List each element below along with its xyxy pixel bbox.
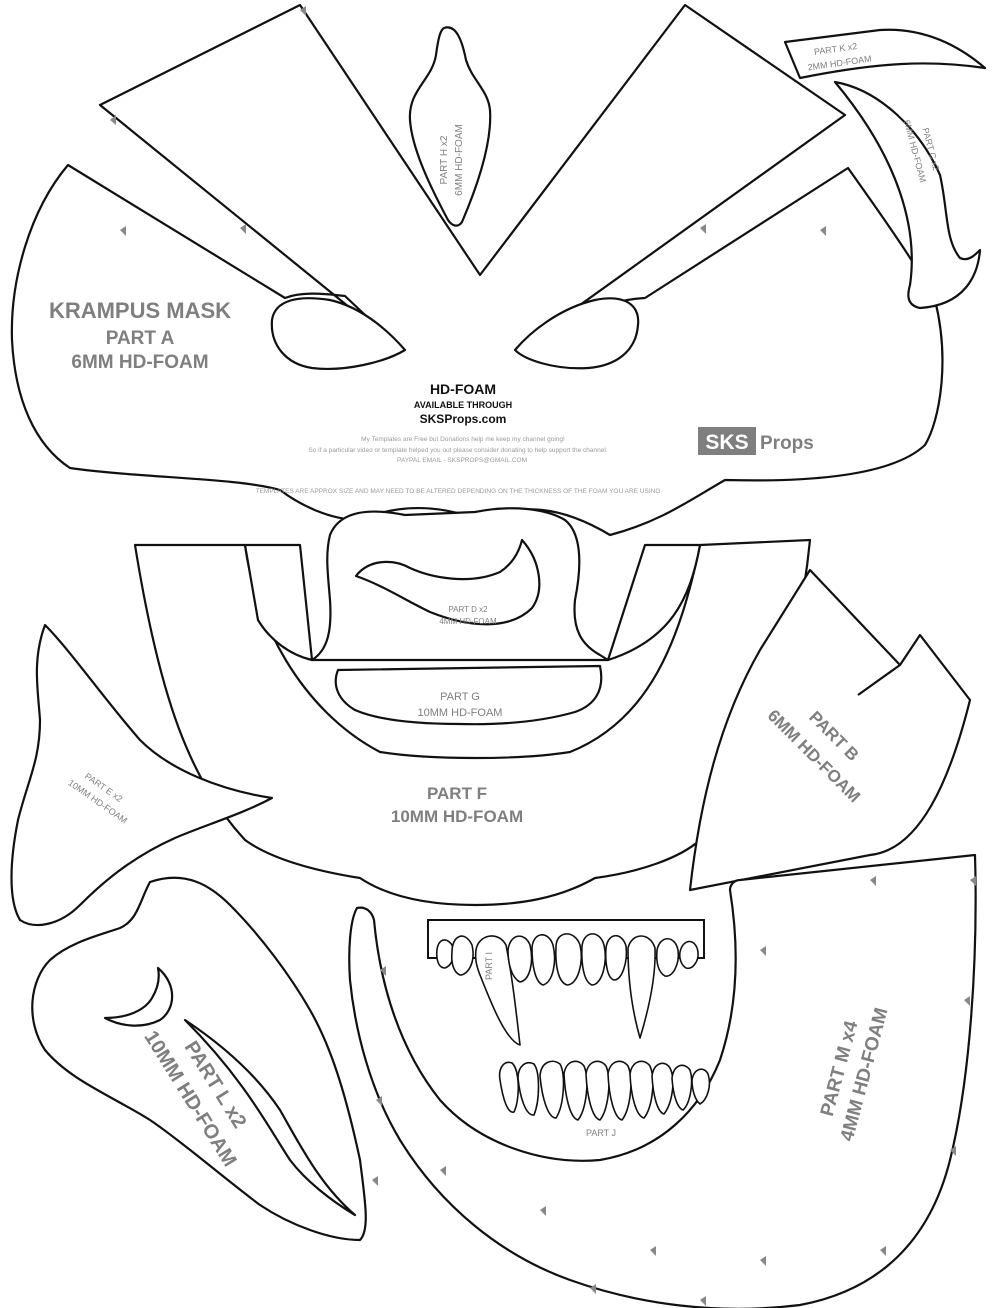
part-j-tooth-1 — [498, 1061, 520, 1113]
part-h-spec: 6MM HD-FOAM — [454, 124, 465, 196]
part-d-shape — [354, 538, 541, 626]
part-i-tooth-6 — [581, 933, 607, 986]
brand-logo-box — [698, 427, 756, 455]
part-j-tooth-6 — [607, 1060, 632, 1121]
part-e-shape — [10, 623, 274, 927]
paypal-email: PAYPAL EMAIL - SKSPROPS@GMAIL.COM — [397, 457, 527, 464]
part-k-shape — [783, 28, 987, 80]
brand-logo-box-text: SKS — [705, 431, 748, 454]
part-j-tooth-7 — [629, 1060, 654, 1119]
part-b-shape — [688, 568, 972, 892]
promo-line2: SKSProps.com — [420, 412, 507, 426]
part-f-name: PART F — [427, 784, 487, 803]
part-j-name: PART J — [586, 1128, 616, 1138]
part-m-shape — [348, 853, 977, 1308]
size-disclaimer: TEMPLATES ARE APPROX SIZE AND MAY NEED T… — [256, 488, 661, 495]
part-a-eye-left — [270, 297, 407, 370]
mask-title: KRAMPUS MASK — [49, 298, 231, 323]
part-i-tooth-1 — [435, 939, 455, 969]
part-a-eye-right — [513, 297, 640, 370]
part-g-shape — [334, 664, 603, 726]
part-i-fang-right — [627, 935, 656, 1039]
part-a-name: PART A — [106, 328, 175, 349]
part-j-tooth-5 — [585, 1060, 610, 1121]
donation-line-1: My Templates are Free but Donations help… — [361, 436, 565, 443]
part-i-tooth-4 — [531, 934, 556, 986]
part-c-shape — [833, 80, 982, 310]
part-i-tooth-9 — [678, 940, 699, 970]
part-f-spec: 10MM HD-FOAM — [391, 807, 523, 826]
alignment-notches — [110, 6, 976, 1306]
part-i-tooth-2 — [450, 935, 474, 976]
part-d-name: PART D x2 — [448, 605, 488, 614]
part-a-spec: 6MM HD-FOAM — [71, 352, 208, 373]
part-j-teeth — [498, 1060, 711, 1121]
part-d-spec: 4MM HD-FOAM — [439, 617, 497, 626]
part-i-name: PART I — [484, 952, 494, 980]
part-i-tooth-7 — [604, 934, 628, 981]
part-g-name: PART G — [440, 691, 480, 703]
promo-line1: AVAILABLE THROUGH — [414, 400, 512, 410]
part-j-tooth-4 — [563, 1060, 588, 1121]
part-i-tooth-3 — [507, 935, 533, 983]
part-j-tooth-3 — [539, 1060, 565, 1119]
brand-logo-word: Props — [760, 433, 814, 454]
part-h-shape — [408, 26, 492, 227]
part-i-tooth-5 — [555, 933, 583, 986]
part-g-spec: 10MM HD-FOAM — [418, 707, 503, 719]
part-i-tooth-8 — [655, 937, 680, 977]
donation-line-2: So if a particular video or template hel… — [308, 447, 607, 454]
part-j-tooth-8 — [651, 1062, 674, 1115]
part-j-tooth-10 — [691, 1068, 711, 1105]
part-a-shape — [10, 3, 944, 537]
part-h-name: PART H x2 — [439, 135, 450, 184]
part-j-tooth-2 — [517, 1062, 540, 1116]
part-f-slot-left — [243, 543, 314, 662]
part-l-slit-cut — [183, 1018, 357, 1217]
promo-headline: HD-FOAM — [430, 381, 496, 397]
part-l-crescent-cut — [103, 966, 174, 1027]
part-j-tooth-9 — [671, 1064, 693, 1111]
part-f-slot-right — [606, 543, 702, 662]
part-i-teeth — [435, 933, 699, 1046]
